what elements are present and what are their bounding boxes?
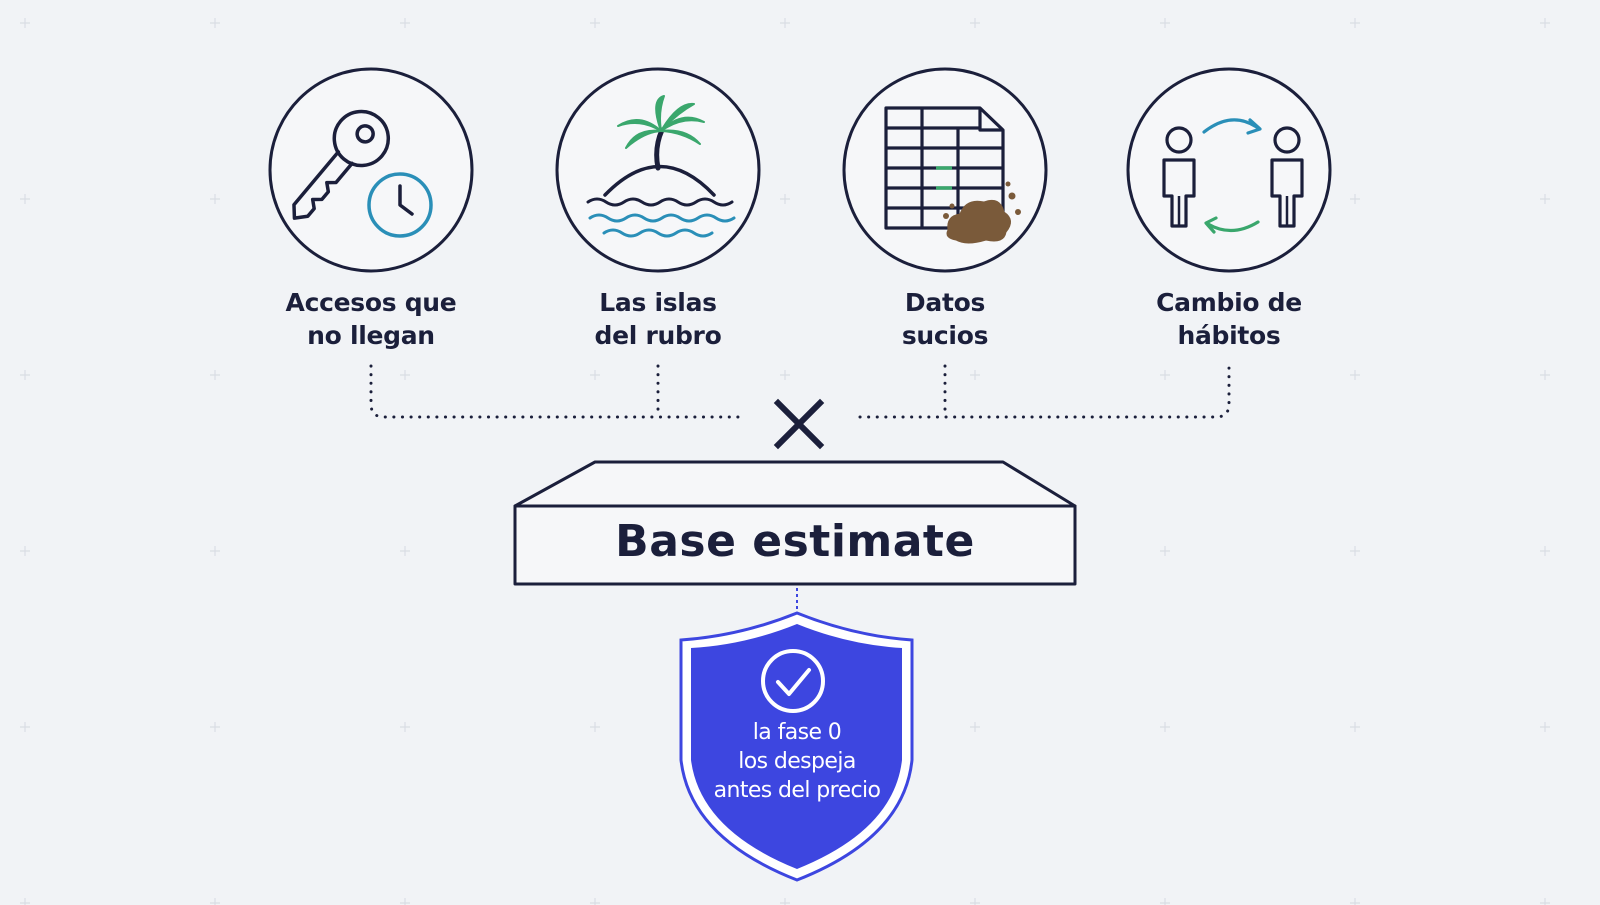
base-estimate-title: Base estimate	[615, 515, 975, 567]
risk-label-line: Las islas	[599, 288, 717, 317]
risk-label-line: hábitos	[1177, 321, 1281, 350]
key-clock-icon	[292, 109, 433, 238]
risk-label-line: Datos	[904, 288, 986, 317]
risk-label-line: Accesos que	[285, 288, 457, 317]
shield-text-line: los despeja	[738, 749, 856, 774]
risk-label-line: no llegan	[307, 321, 435, 350]
dirty-spreadsheet-icon	[884, 106, 1021, 244]
risk-circle-access	[268, 67, 474, 273]
shield-text-line: la fase 0	[752, 720, 842, 745]
risk-label-line: Cambio de	[1156, 288, 1302, 317]
island-palm-icon	[586, 95, 736, 238]
risk-label-habits: Cambio de hábitos	[1099, 286, 1359, 352]
base-estimate-box	[513, 460, 1077, 586]
multiply-symbol	[773, 398, 825, 450]
shield-badge	[679, 611, 914, 882]
risk-label-islands: Las islas del rubro	[528, 286, 788, 352]
risk-circle-habits	[1126, 67, 1332, 273]
shield-text: la fase 0 los despeja antes del precio	[690, 718, 904, 805]
shield-text-line: antes del precio	[713, 778, 881, 803]
risk-label-access: Accesos que no llegan	[241, 286, 501, 352]
risk-label-dirty-data: Datos sucios	[815, 286, 1075, 352]
risk-label-line: sucios	[901, 321, 989, 350]
risk-label-line: del rubro	[594, 321, 722, 350]
check-circle-icon	[761, 649, 825, 713]
connector-lines	[369, 364, 1231, 419]
people-exchange-icon	[1162, 118, 1304, 234]
